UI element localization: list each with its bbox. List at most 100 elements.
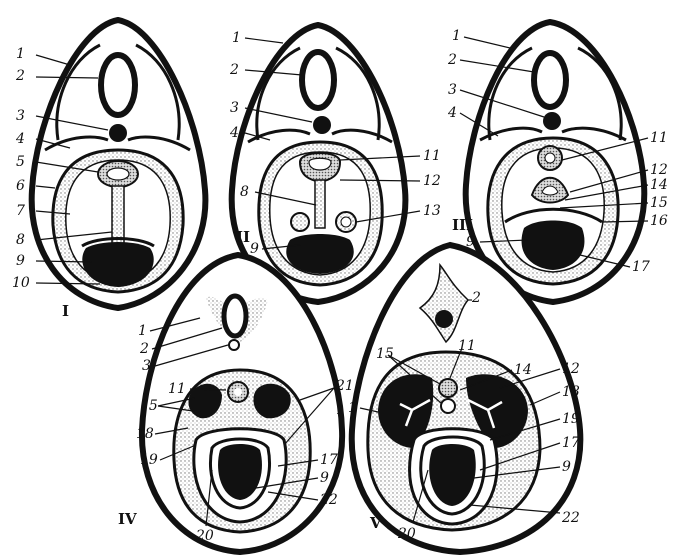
- panel-v-bronchi-right: [467, 398, 503, 429]
- label-iii-1: 1: [452, 28, 461, 44]
- label-v-9: 9: [562, 459, 571, 475]
- panel-i-ectoderm-arc-right: [135, 43, 181, 141]
- label-ii-3: 3: [230, 100, 239, 116]
- label-v-17: 17: [562, 435, 580, 451]
- label-i-10: 10: [12, 275, 30, 291]
- label-ii-2: 2: [229, 62, 239, 78]
- panel-ii-ectoderm-arc-left: [255, 46, 301, 141]
- label-iv-1b: 1: [336, 402, 345, 418]
- panel-iv: [138, 251, 346, 556]
- label-v-14: 14: [514, 362, 532, 378]
- panel-iv-lung-right: [253, 383, 291, 419]
- label-iv-19: 19: [140, 452, 158, 468]
- label-iv-21: 21: [335, 378, 354, 394]
- label-i-4: 4: [15, 131, 25, 147]
- panel-iii-gut-upper-lumen: [544, 152, 556, 164]
- label-iii-4: 4: [447, 105, 457, 121]
- panel-i-somatic-arc-right: [127, 135, 191, 152]
- label-v-15: 15: [376, 346, 394, 362]
- panel-v-heart: [429, 444, 476, 506]
- panel-iii-yolk-sac: [521, 220, 585, 270]
- panel-iv-heart-wall: [208, 437, 272, 510]
- panel-v-heart-wall: [419, 435, 486, 516]
- label-v-11: 11: [458, 338, 476, 354]
- label-ii-13: 13: [423, 203, 441, 219]
- panel-iv-heart: [218, 444, 262, 500]
- label-iv-15: 15: [140, 398, 158, 414]
- leader-lines: [35, 36, 649, 527]
- panel-ii-neural-tube: [299, 49, 337, 111]
- panel-iii: [462, 18, 648, 306]
- label-v-12: 12: [562, 361, 580, 377]
- panel-i-mesentery: [111, 185, 125, 245]
- label-v-20: 20: [397, 526, 416, 542]
- label-i-7: 7: [16, 203, 25, 219]
- labels: 1 2 3 4 5 6 7 8 9 10 I 1 2 3 4 11 12 8 1…: [12, 28, 668, 544]
- panel-ii-somatic-arc-right: [331, 128, 393, 144]
- label-ii-4: 4: [229, 125, 239, 141]
- panel-v: [348, 241, 584, 556]
- label-iv-17: 17: [320, 452, 338, 468]
- panel-iii-septum: [504, 207, 603, 224]
- label-iv-3: 3: [142, 358, 151, 374]
- label-i-6: 6: [16, 178, 25, 194]
- label-iii-14: 14: [650, 177, 668, 193]
- label-ii-11: 11: [423, 148, 441, 164]
- panel-ii-ectoderm-arc-right: [335, 46, 381, 141]
- label-iii-12: 12: [650, 162, 668, 178]
- panel-iii-somatic-arc-right: [561, 126, 627, 142]
- label-i-8: 8: [16, 232, 25, 248]
- panel-v-trachea: [440, 398, 456, 414]
- label-i-5: 5: [16, 154, 25, 170]
- label-ii-12: 12: [423, 173, 441, 189]
- panel-i-notochord: [109, 124, 127, 142]
- label-iii-3: 3: [448, 82, 457, 98]
- label-iv-22: 22: [319, 492, 338, 508]
- panel-i-ectoderm-arc-left: [55, 43, 101, 141]
- panel-iii-ectoderm-arc-left: [487, 46, 533, 141]
- label-iv-18: 18: [136, 426, 154, 442]
- panel-v-bronchi-left: [399, 398, 431, 427]
- label-v-2: 2: [471, 290, 481, 306]
- label-i-1: 1: [16, 46, 25, 62]
- label-iv-2: 2: [139, 341, 149, 357]
- panel-v-esophagus: [438, 378, 458, 398]
- label-i-3: 3: [16, 108, 25, 124]
- label-iii-15: 15: [650, 195, 668, 211]
- label-v-1: 1: [348, 400, 357, 416]
- panel-ii-yolk-sac: [286, 234, 354, 274]
- panel-iv-notochord: [228, 339, 240, 351]
- label-ii-1: 1: [232, 30, 241, 46]
- panel-i-gut-lumen: [106, 167, 130, 181]
- panel-v-neural-tube: [435, 310, 453, 328]
- panel-ii-notochord: [313, 116, 331, 134]
- panel-v-lung-right: [466, 374, 528, 448]
- panel-i-yolk-sac: [82, 242, 154, 287]
- panel-ii-gut-lumen: [308, 157, 332, 171]
- label-v-18: 18: [562, 384, 580, 400]
- panel-iii-somatic-arc-left: [479, 126, 543, 142]
- label-iv-11: 11: [168, 381, 186, 397]
- panel-i-neural-tube: [98, 52, 138, 118]
- panel-iv-lung-left: [188, 383, 222, 419]
- label-iv-9: 9: [320, 470, 329, 486]
- panel-iv-esophagus-lumen: [234, 388, 242, 396]
- panel-ii-bud-right-lumen: [340, 216, 352, 228]
- label-i-9: 9: [16, 253, 25, 269]
- panel-v-vertebra: [418, 262, 470, 344]
- label-iii-2: 2: [447, 52, 457, 68]
- label-ii-8: 8: [240, 184, 249, 200]
- panel-iii-notochord: [543, 112, 561, 130]
- roman-label-v: V: [369, 514, 382, 532]
- panel-ii-mesentery: [314, 179, 326, 229]
- panel-iii-gut-lower-lumen: [541, 185, 559, 196]
- label-iv-20: 20: [195, 528, 214, 544]
- panel-ii-bud-left: [290, 212, 310, 232]
- label-v-19: 19: [562, 411, 580, 427]
- panel-i: [28, 16, 209, 312]
- panel-iii-neural-tube: [531, 50, 569, 110]
- panel-iii-ectoderm-arc-right: [577, 46, 623, 141]
- label-i-2: 2: [15, 68, 25, 84]
- label-iii-16: 16: [650, 213, 668, 229]
